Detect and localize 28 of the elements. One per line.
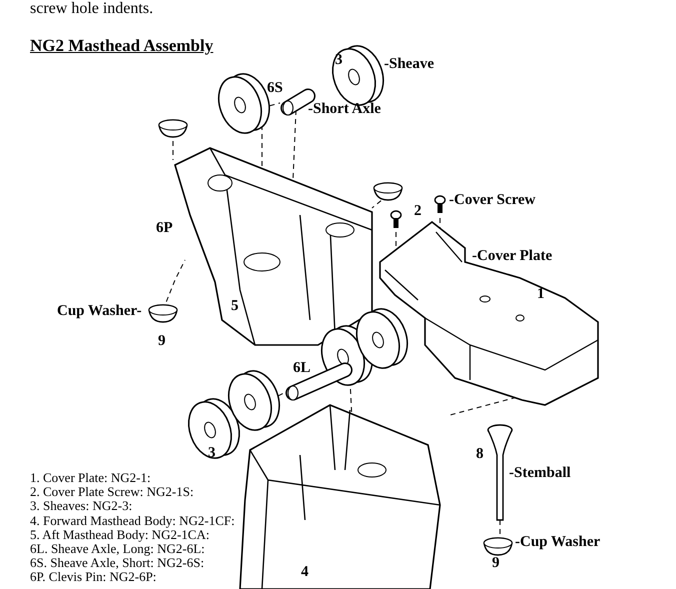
part-number: 8	[476, 446, 484, 462]
note-text: screw hole indents.	[30, 0, 154, 18]
part-number: 9	[158, 333, 166, 350]
part-name: Cup Washer-	[57, 303, 142, 320]
part-number: 6L	[293, 360, 311, 376]
parts-list-item: 4. Forward Masthead Body: NG2-1CF:	[30, 514, 235, 528]
part-name: -Sheave	[384, 56, 434, 72]
parts-list-item: 6S. Sheave Axle, Short: NG2-6S:	[30, 556, 204, 570]
part-number: 2	[414, 203, 422, 220]
part-name: -Stemball	[509, 465, 571, 482]
parts-list-item: 6L. Sheave Axle, Long: NG2-6L:	[30, 542, 205, 556]
part-name: -Cover Plate	[472, 248, 552, 264]
parts-list-item: 6P. Clevis Pin: NG2-6P:	[30, 570, 156, 585]
part-number: 4	[301, 564, 308, 580]
part-number: 9	[492, 555, 500, 572]
parts-list-item: 5. Aft Masthead Body: NG2-1CA:	[30, 528, 210, 542]
parts-list-item: 2. Cover Plate Screw: NG2-1S:	[30, 485, 194, 500]
part-number: 6P	[156, 220, 173, 236]
part-name: -Short Axle	[308, 101, 381, 118]
part-name: -Cover Screw	[449, 192, 536, 208]
parts-list-item: 1. Cover Plate: NG2-1:	[30, 471, 151, 486]
part-number: 3	[208, 445, 216, 462]
part-number: 1	[537, 286, 544, 302]
diagram-title: NG2 Masthead Assembly	[30, 36, 214, 56]
part-name: -Cup Washer	[515, 534, 600, 550]
parts-list-item: 3. Sheaves: NG2-3:	[30, 499, 132, 514]
part-number: 6S	[267, 80, 283, 96]
part-number: 5	[231, 298, 238, 314]
